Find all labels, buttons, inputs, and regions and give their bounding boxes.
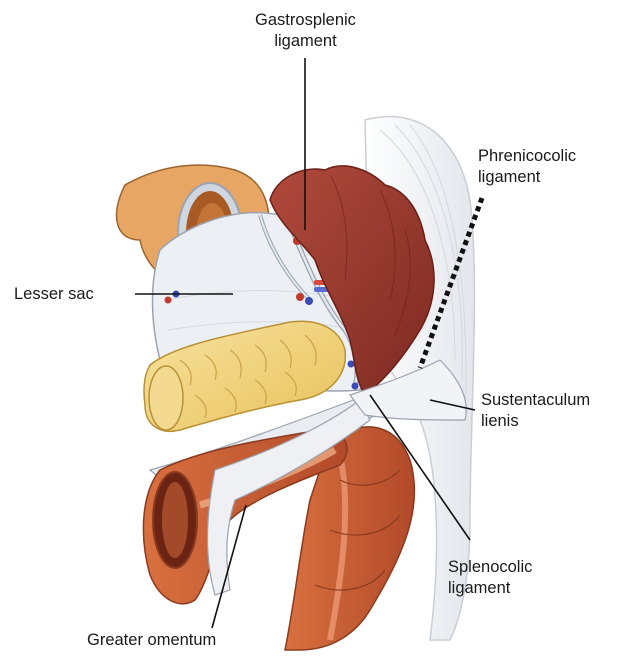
label-sustentaculum-line2: lienis: [481, 411, 590, 432]
label-sustentaculum-line1: Sustentaculum: [481, 390, 590, 411]
label-splenocolic-line2: ligament: [448, 578, 532, 599]
label-phrenicocolic-line2: ligament: [478, 167, 576, 188]
label-gastrosplenic-line1: Gastrosplenic: [238, 10, 373, 31]
label-gastrosplenic-line2: ligament: [238, 31, 373, 52]
label-greater-omentum: Greater omentum: [87, 630, 216, 651]
label-lesser-sac: Lesser sac: [14, 284, 94, 305]
label-phrenicocolic-line1: Phrenicocolic: [478, 146, 576, 167]
label-gastrosplenic: Gastrosplenic ligament: [238, 10, 373, 52]
label-splenocolic: Splenocolic ligament: [448, 557, 532, 599]
label-phrenicocolic: Phrenicocolic ligament: [478, 146, 576, 188]
label-sustentaculum: Sustentaculum lienis: [481, 390, 590, 432]
label-splenocolic-line1: Splenocolic: [448, 557, 532, 578]
